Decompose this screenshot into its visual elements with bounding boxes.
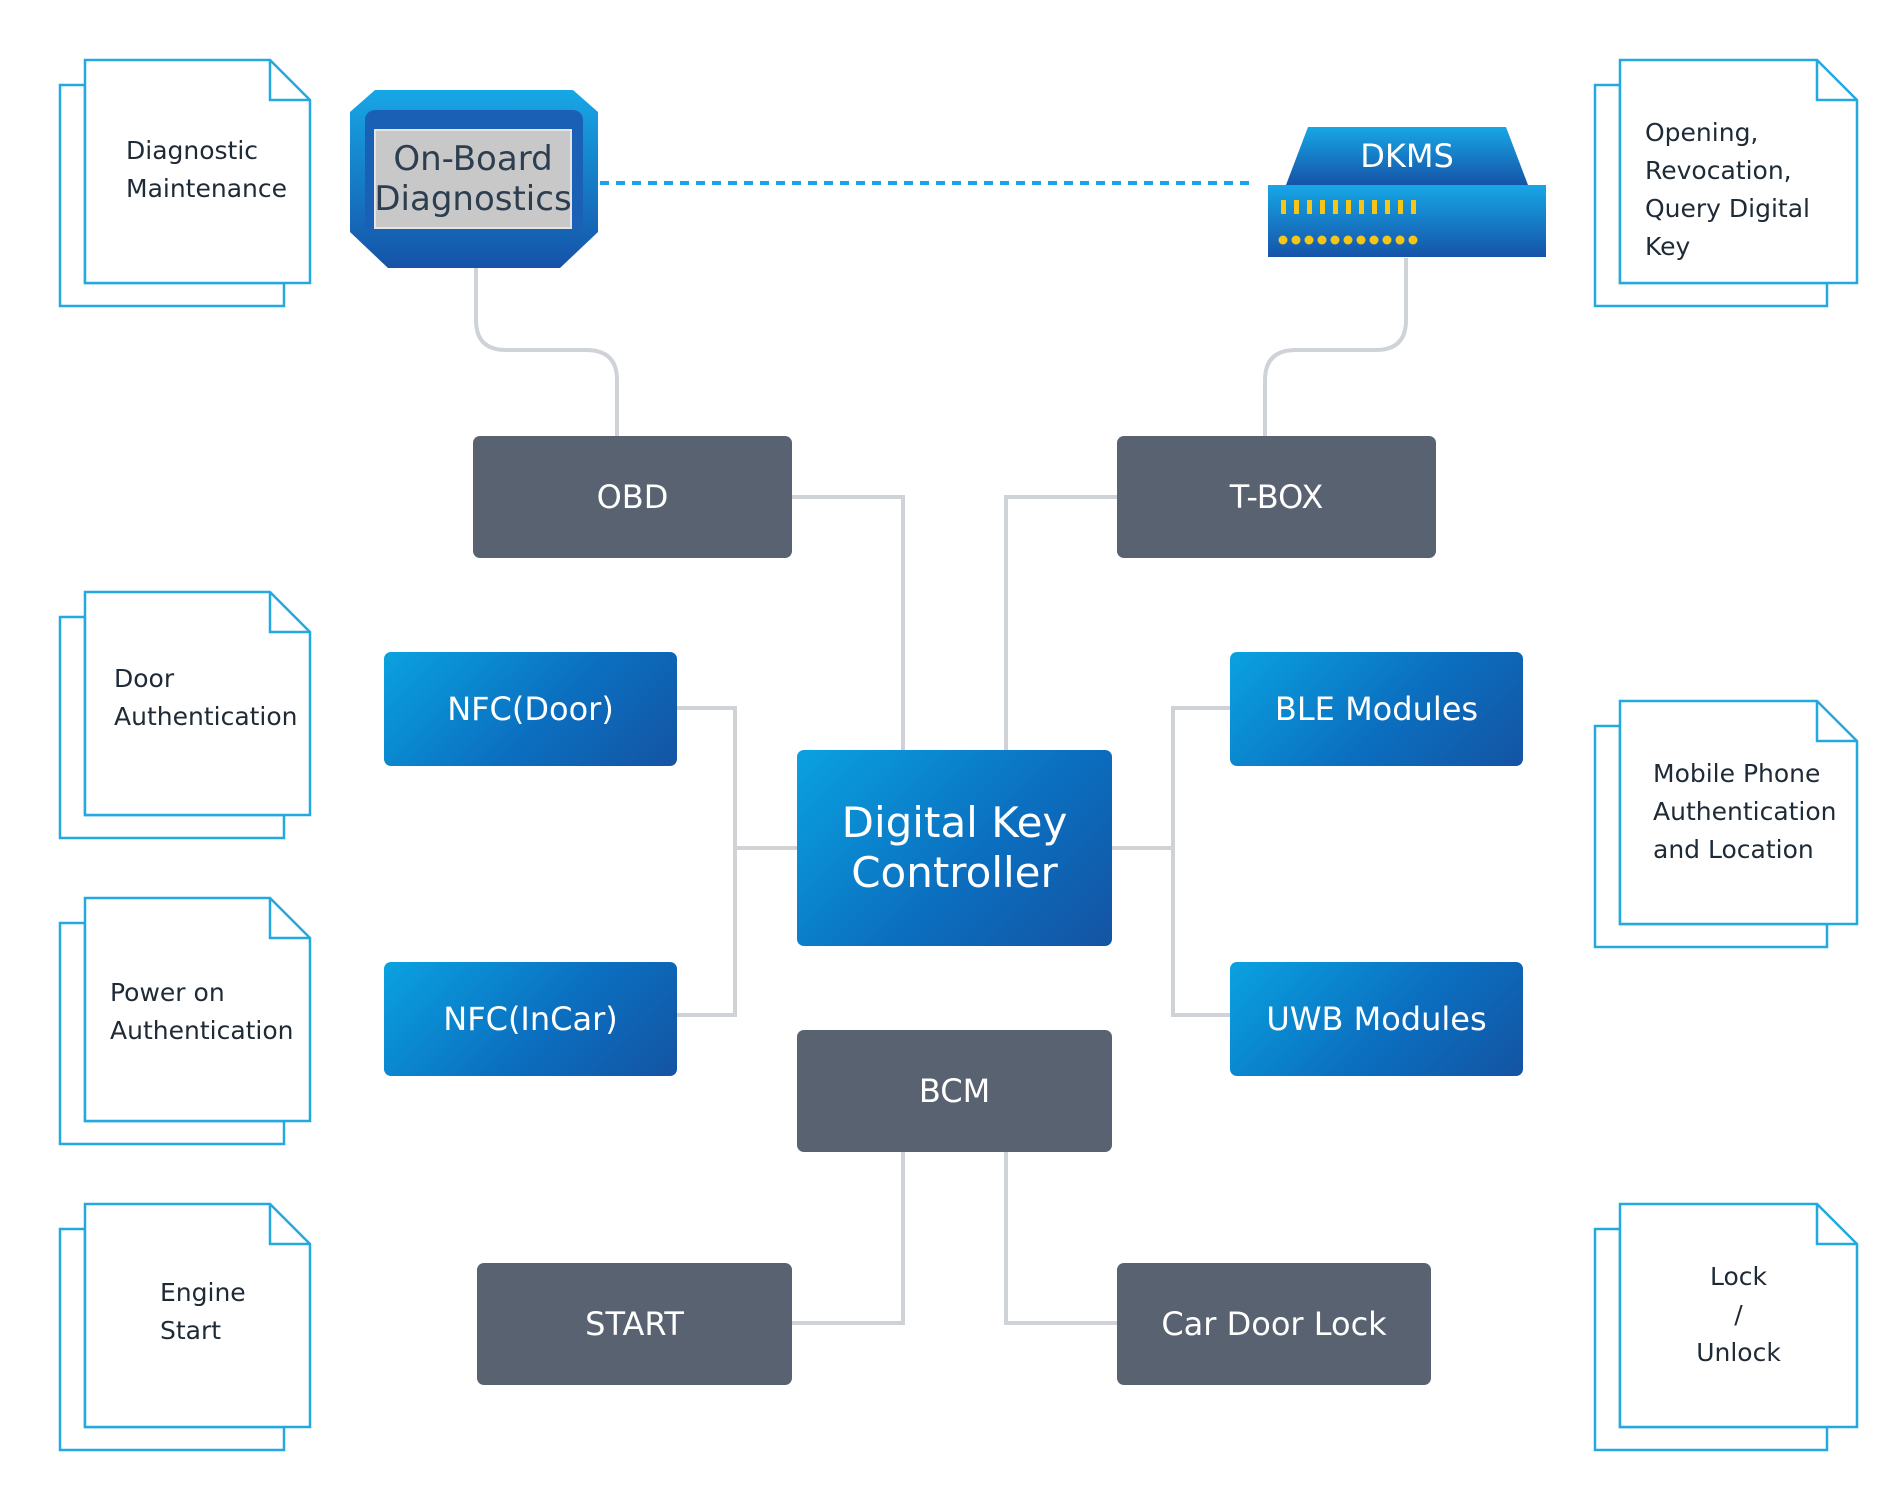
ble-modules-node: BLE Modules <box>1230 652 1523 766</box>
doc-lock-unlock: Lock / Unlock <box>1593 1202 1859 1452</box>
onboard-diagnostics-device: On-Board Diagnostics <box>350 90 598 268</box>
doc-text: Door Authentication <box>114 664 298 731</box>
obd-node: OBD <box>473 436 792 558</box>
dkms-label: DKMS <box>1360 137 1454 175</box>
doc-text: Opening, Revocation, Query Digital Key <box>1645 118 1811 261</box>
nfc-door-node: NFC(Door) <box>384 652 677 766</box>
doc-text: Power on Authentication <box>110 978 294 1045</box>
dkms-server: DKMS <box>1268 127 1546 257</box>
doc-mobile-phone-authentication: Mobile Phone Authentication and Location <box>1593 699 1859 949</box>
doc-text: Lock / Unlock <box>1696 1262 1781 1367</box>
tbox-node: T-BOX <box>1117 436 1436 558</box>
doc-diagnostic-maintenance: Diagnostic Maintenance <box>58 58 312 308</box>
doc-text: Mobile Phone Authentication and Location <box>1653 759 1837 864</box>
start-node: START <box>477 1263 792 1385</box>
uwb-modules-node: UWB Modules <box>1230 962 1523 1076</box>
onboard-diagnostics-label: On-Board Diagnostics <box>374 139 572 219</box>
nfc-incar-node: NFC(InCar) <box>384 962 677 1076</box>
doc-text: Engine Start <box>160 1278 246 1345</box>
doc-text: Diagnostic Maintenance <box>126 136 287 203</box>
car-door-lock-node: Car Door Lock <box>1117 1263 1431 1385</box>
bcm-node: BCM <box>797 1030 1112 1152</box>
doc-engine-start: Engine Start <box>58 1202 312 1452</box>
digital-key-controller-node: Digital Key Controller <box>797 750 1112 946</box>
doc-power-on-authentication: Power on Authentication <box>58 896 312 1146</box>
doc-door-authentication: Door Authentication <box>58 590 312 840</box>
doc-opening-revocation-query: Opening, Revocation, Query Digital Key <box>1593 58 1859 308</box>
